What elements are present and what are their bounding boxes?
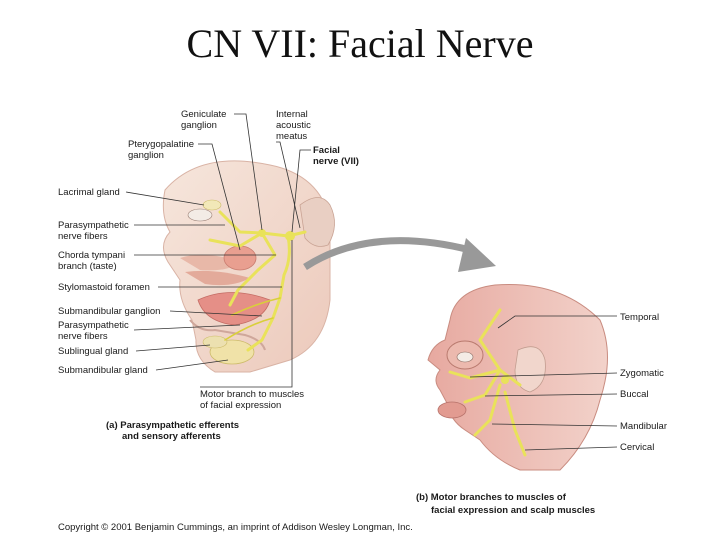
arrow-head [458, 238, 496, 272]
copyright-notice: Copyright © 2001 Benjamin Cummings, an i… [58, 522, 413, 533]
svg-text:Submandibular ganglion: Submandibular ganglion [58, 306, 160, 317]
svg-text:Zygomatic: Zygomatic [620, 368, 664, 379]
svg-text:Parasympathetic: Parasympathetic [58, 220, 129, 231]
label-zygomatic: Zygomatic [469, 368, 664, 379]
svg-text:Mandibular: Mandibular [620, 421, 667, 432]
svg-text:meatus: meatus [276, 131, 307, 142]
slide-title: CN VII: Facial Nerve [186, 21, 534, 66]
label-motor-branch: Motor branch to muscles of facial expres… [200, 240, 304, 411]
svg-text:Facial: Facial [313, 145, 340, 156]
label-temporal: Temporal [497, 312, 659, 329]
svg-text:and sensory afferents: and sensory afferents [122, 431, 221, 442]
caption-a: (a) Parasympathetic efferents and sensor… [106, 420, 239, 442]
svg-text:Chorda tympani: Chorda tympani [58, 250, 125, 261]
label-mandibular: Mandibular [491, 421, 667, 432]
svg-text:Cervical: Cervical [620, 442, 654, 453]
label-facial-nerve: Facial nerve (VII) [291, 145, 359, 233]
svg-text:branch (taste): branch (taste) [58, 261, 117, 272]
svg-text:ganglion: ganglion [181, 120, 217, 131]
svg-text:facial expression and scalp mu: facial expression and scalp muscles [431, 505, 595, 516]
svg-text:nerve fibers: nerve fibers [58, 231, 108, 242]
svg-text:acoustic: acoustic [276, 120, 311, 131]
svg-text:Internal: Internal [276, 109, 308, 120]
svg-text:Parasympathetic: Parasympathetic [58, 320, 129, 331]
svg-text:Temporal: Temporal [620, 312, 659, 323]
label-lacrimal-gland: Lacrimal gland [58, 187, 205, 206]
svg-text:Motor branch to muscles: Motor branch to muscles [200, 389, 304, 400]
label-submandibular-gland: Submandibular gland [58, 359, 229, 376]
svg-text:nerve fibers: nerve fibers [58, 331, 108, 342]
label-internal-acoustic-meatus: Internal acoustic meatus [276, 109, 311, 229]
label-parasympathetic-nerve-fibers-upper: Parasympathetic nerve fibers [58, 220, 225, 242]
svg-text:Sublingual gland: Sublingual gland [58, 346, 128, 357]
label-pterygopalatine-ganglion: Pterygopalatine ganglion [128, 139, 241, 251]
svg-text:Buccal: Buccal [620, 389, 649, 400]
arrow-connector [303, 237, 471, 270]
svg-text:Lacrimal gland: Lacrimal gland [58, 187, 120, 198]
svg-text:(b) Motor branches to muscles: (b) Motor branches to muscles of [416, 492, 567, 503]
caption-b: (b) Motor branches to muscles of facial … [416, 492, 595, 516]
left-head-illustration [162, 160, 335, 373]
label-sublingual-gland: Sublingual gland [58, 344, 211, 357]
label-chorda-tympani: Chorda tympani branch (taste) [58, 250, 276, 272]
label-parasympathetic-nerve-fibers-lower: Parasympathetic nerve fibers [58, 320, 241, 342]
svg-text:Stylomastoid foramen: Stylomastoid foramen [58, 282, 150, 293]
svg-text:Geniculate: Geniculate [181, 109, 226, 120]
label-stylomastoid-foramen: Stylomastoid foramen [58, 282, 282, 293]
svg-text:(a) Parasympathetic efferents: (a) Parasympathetic efferents [106, 420, 239, 431]
label-buccal: Buccal [484, 389, 649, 400]
label-cervical: Cervical [524, 442, 654, 453]
label-geniculate-ganglion: Geniculate ganglion [181, 109, 263, 231]
label-submandibular-ganglion: Submandibular ganglion [58, 306, 263, 317]
svg-text:ganglion: ganglion [128, 150, 164, 161]
svg-text:of facial expression: of facial expression [200, 400, 281, 411]
svg-text:Submandibular gland: Submandibular gland [58, 365, 148, 376]
right-head-illustration [427, 283, 608, 471]
svg-text:nerve (VII): nerve (VII) [313, 156, 359, 167]
svg-text:Pterygopalatine: Pterygopalatine [128, 139, 194, 150]
